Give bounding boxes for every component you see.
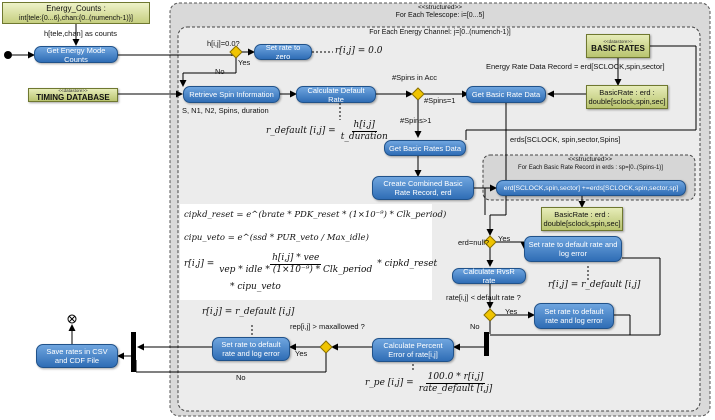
join-bar	[131, 332, 136, 372]
set-default-rate-3: Set rate to default rate and log error	[212, 337, 290, 361]
label-no-3: No	[236, 373, 246, 382]
merge-bar	[484, 332, 489, 356]
label-erds: erds[SCLOCK, spin,sector,Spins]	[510, 135, 621, 144]
formula-rpe: r_pe [i,j] = 100.0 * r[i,j] rate_default…	[365, 372, 493, 394]
label-spins-in-acc: #Spins in Acc	[392, 73, 438, 82]
retrieve-spin-information: Retrieve Spin Information	[183, 86, 280, 103]
label-yes-3: Yes	[505, 307, 518, 316]
energy-counts-type: int[tele:{0...6},chan:{0..(numench-1)}]	[18, 15, 134, 22]
sub-region-stereotype: <<structured>>	[567, 156, 613, 163]
calculate-rvsr-rate: Calculate RvsR rate	[452, 267, 526, 285]
get-energy-mode-counts: Get Energy Mode Counts	[34, 46, 118, 64]
basic-rate-store-2: BasicRate : erd : double[sclock,spin,sec…	[541, 207, 623, 231]
label-energy-rate-record: Energy Rate Data Record = erd[SCLOCK,spi…	[486, 62, 665, 71]
label-no-1: No	[215, 67, 225, 76]
telescope-region-label: For Each Telescope: i=[0...5]	[395, 12, 485, 19]
label-yes-4: Yes	[295, 349, 308, 358]
set-default-rate-2: Set rate to default rate and log error	[534, 303, 614, 329]
label-no-2: No	[470, 322, 480, 331]
formula-r-default: r_default [i,j] = h[i,j] t_duration	[266, 120, 388, 142]
label-rep-gt-max: rep[i,j] > maxallowed ?	[290, 322, 365, 331]
sub-region-label: For Each Basic Rate Record in erds : sp=…	[518, 165, 663, 171]
timing-database: <<datastore>> TIMING DATABASE	[28, 88, 118, 102]
create-combined-basic-rate-record: Create Combined Basic Rate Record, erd	[372, 176, 474, 200]
energy-counts-object: Energy_Counts : int[tele:{0...6},chan:{0…	[2, 2, 150, 24]
label-hij-zero: h[i,j]=0.0?	[207, 39, 240, 48]
rate-formula-panel	[180, 204, 432, 300]
formula-r-main: r[i,j] = h[i,j] * vee vep * idle * (1×10…	[184, 253, 438, 275]
energy-flow-label: h[tele,chan] as counts	[44, 29, 117, 38]
set-rate-to-zero: Set rate to zero	[254, 43, 312, 61]
label-spin-params: S, N1, N2, Spins, duration	[182, 106, 269, 115]
energy-counts-name: Energy_Counts :	[46, 4, 106, 13]
label-rate-lt-default: rate[i,j] < default rate ?	[446, 293, 521, 302]
get-basic-rates-data: Get Basic Rates Data	[384, 140, 466, 156]
basic-rate-store-1: BasicRate : erd : double[sclock,spin,sec…	[586, 85, 668, 109]
formula-cipu: cipu_veto = e^(ssd * PUR_veto / Max_idle…	[184, 233, 369, 243]
energy-channel-region-label: For Each Energy Channel: j=[0..(numench-…	[369, 29, 511, 36]
calculate-default-rate: Calculate Default Rate	[296, 86, 376, 104]
formula-rate-zero: r[i,j] = 0.0	[335, 46, 383, 56]
formula-cipkd: cipkd_reset = e^(brate * PDK_reset * (1×…	[184, 210, 447, 220]
initial-node	[4, 51, 12, 59]
label-erd-null: erd=null?	[458, 238, 490, 247]
get-basic-rate-data: Get Basic Rate Data	[466, 86, 546, 103]
save-rates-csv-cdf: Save rates in CSV and CDF File	[36, 344, 118, 368]
formula-r-eq-default-a: r[i,j] = r_default [i,j]	[548, 280, 641, 290]
set-default-rate-1: Set rate to default rate and log error	[524, 236, 622, 262]
telescope-stereotype: <<structured>>	[417, 4, 463, 11]
formula-r-eq-default-c: r[i,j] = r_default [i,j]	[202, 307, 295, 317]
erd-accumulate: erd[SCLOCK,spin,sector] +=erds[SCLOCK,sp…	[496, 180, 686, 196]
calculate-percent-error: Calculate Percent Error of rate[i,j]	[372, 338, 454, 362]
label-spins-gt1: #Spins>1	[400, 116, 432, 125]
label-yes-1: Yes	[238, 58, 251, 67]
basic-rates-datastore: <<datastore>> BASIC RATES	[586, 34, 650, 58]
label-spins-eq1: #Spins=1	[424, 96, 456, 105]
label-yes-2: Yes	[498, 234, 511, 243]
formula-r-main-line3: * cipu_veto	[230, 282, 281, 292]
